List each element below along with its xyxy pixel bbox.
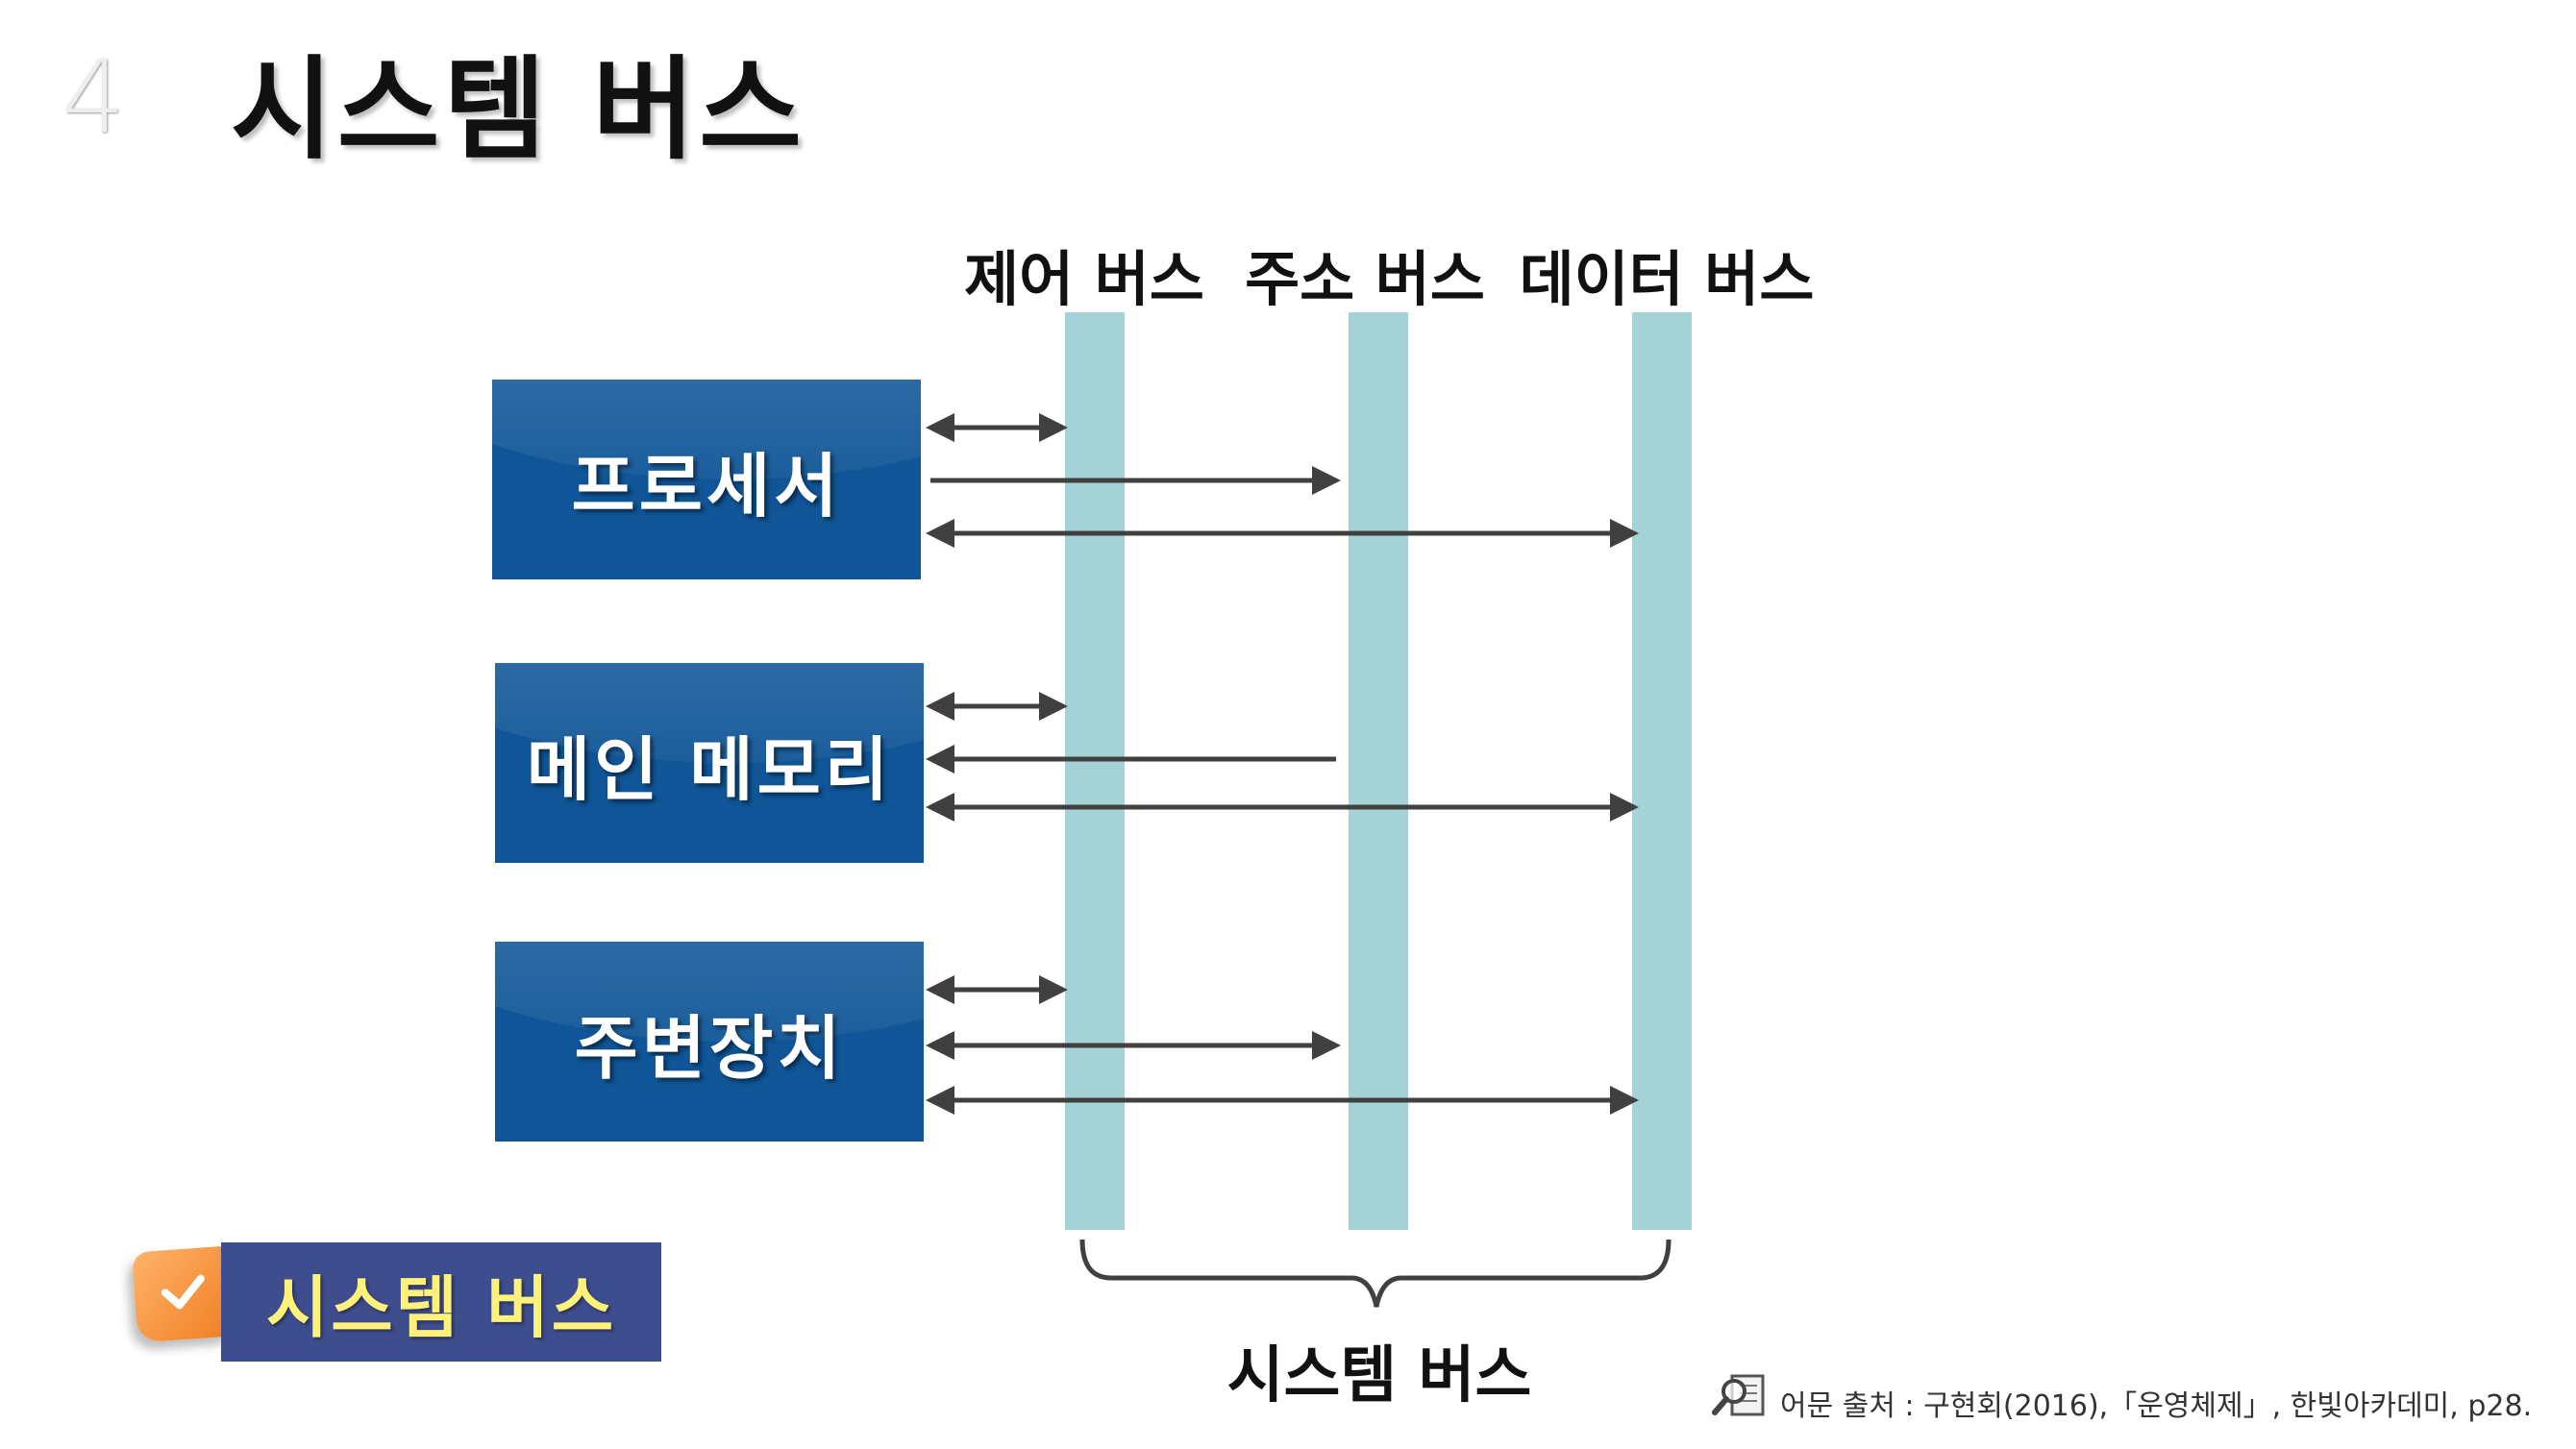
bus-label-address: 주소 버스 xyxy=(1245,244,1485,314)
main-memory-box: 메인 메모리 xyxy=(495,663,924,863)
bus-label-control: 제어 버스 xyxy=(964,244,1204,314)
source-citation: 어문 출처 : 구현회(2016),「운영체제」, 한빛아카데미, p28. xyxy=(1780,1389,2533,1423)
bus-bar-address xyxy=(1349,312,1408,1230)
peripheral-device-label: 주변장치 xyxy=(574,1007,845,1089)
keyword-label: 시스템 버스 xyxy=(265,1267,617,1347)
bus-bar-control xyxy=(1065,312,1125,1230)
peripheral-device-box: 주변장치 xyxy=(495,942,924,1142)
slide-number: 4 xyxy=(62,38,126,156)
magnifier-document-icon xyxy=(1712,1374,1765,1416)
processor-label: 프로세서 xyxy=(571,445,842,527)
keyword-box: 시스템 버스 xyxy=(221,1242,661,1362)
processor-box: 프로세서 xyxy=(492,380,921,579)
system-bus-brace xyxy=(1079,1239,1672,1308)
bus-label-data: 데이터 버스 xyxy=(1519,244,1815,314)
bus-bar-data xyxy=(1632,312,1692,1230)
slide-title: 시스템 버스 xyxy=(231,45,805,175)
main-memory-label: 메인 메모리 xyxy=(526,728,893,810)
checkmark-tab-icon xyxy=(131,1245,235,1343)
system-bus-label: 시스템 버스 xyxy=(1226,1340,1532,1412)
